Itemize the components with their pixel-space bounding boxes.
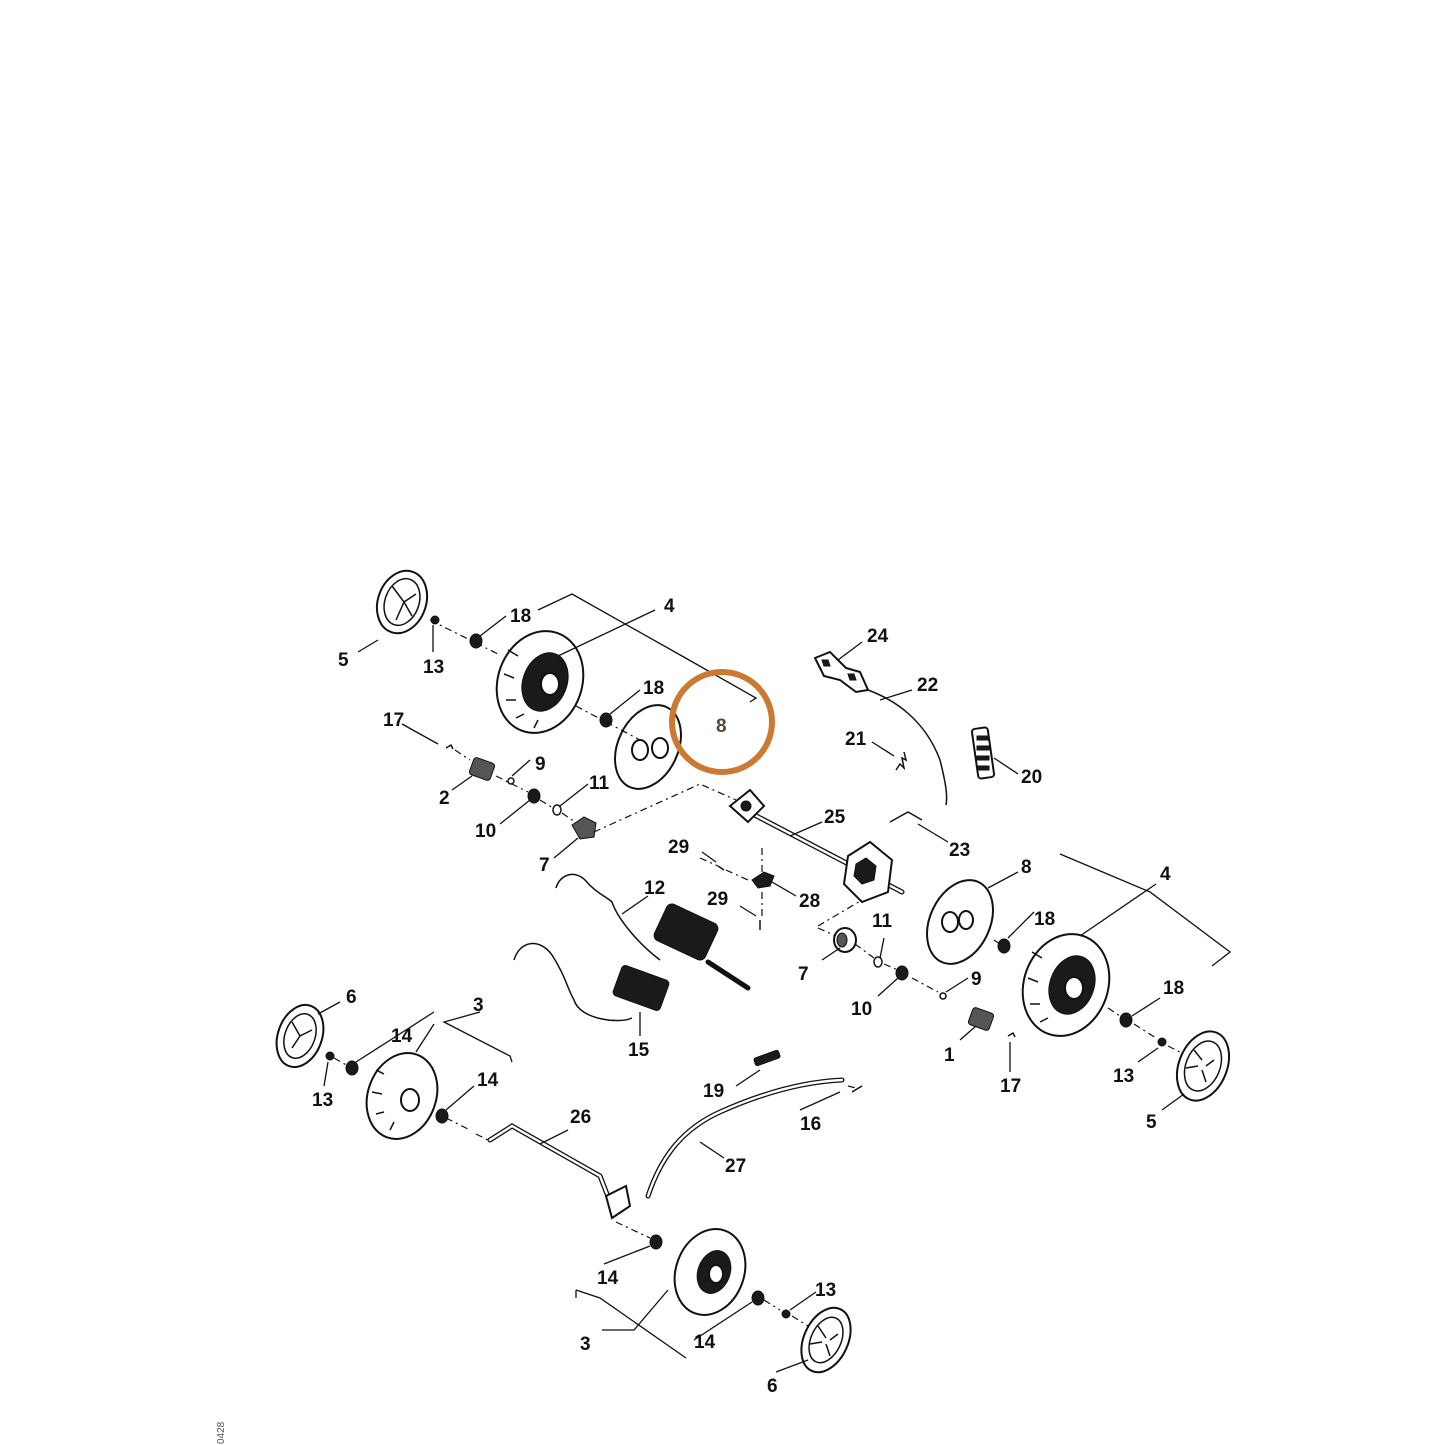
callout-4-upper[interactable]: 4 — [664, 596, 675, 617]
disc-part-8-upper[interactable] — [602, 694, 694, 799]
bushing-part-7-upper[interactable] — [571, 816, 597, 840]
leader-lines — [317, 593, 1232, 1373]
callout-19[interactable]: 19 — [703, 1081, 724, 1102]
washer-part-10-right[interactable] — [895, 965, 909, 981]
callout-18-upper-b[interactable]: 18 — [643, 678, 664, 699]
lever-part-27[interactable] — [645, 1077, 845, 1199]
gearbox-housing[interactable] — [842, 840, 894, 904]
callout-5-right[interactable]: 5 — [1146, 1112, 1157, 1133]
callout-13-left[interactable]: 13 — [312, 1090, 333, 1111]
clamp-part-28[interactable] — [751, 871, 775, 889]
wiring-harness-part-15[interactable] — [513, 942, 670, 1022]
callout-18-right-b[interactable]: 18 — [1163, 978, 1184, 999]
wheel-part-3-left[interactable] — [355, 1043, 449, 1149]
pin-part-16[interactable] — [851, 1085, 863, 1093]
axle-part-26[interactable] — [487, 1123, 632, 1220]
spring-part-21[interactable] — [895, 751, 908, 771]
callout-18-right-a[interactable]: 18 — [1034, 909, 1055, 930]
callout-2[interactable]: 2 — [439, 788, 450, 809]
callout-5-upper[interactable]: 5 — [338, 650, 349, 671]
bearing-part-18-right-a[interactable] — [997, 938, 1011, 954]
washer-part-11-upper[interactable] — [552, 804, 562, 816]
callout-13-right[interactable]: 13 — [1113, 1066, 1134, 1087]
bearing-part-14-lower-b[interactable] — [751, 1290, 765, 1306]
highlight-ring — [669, 669, 775, 775]
drawing-code: 0428 — [216, 1421, 227, 1444]
callout-9-upper[interactable]: 9 — [535, 754, 546, 775]
callout-27[interactable]: 27 — [725, 1156, 746, 1177]
spring-part-19[interactable] — [753, 1049, 781, 1067]
hubcap-part-5-upper[interactable] — [369, 564, 436, 641]
callout-17-right[interactable]: 17 — [1000, 1076, 1021, 1097]
rod-part-23[interactable] — [889, 811, 923, 823]
callout-12[interactable]: 12 — [644, 878, 665, 899]
callout-15[interactable]: 15 — [628, 1040, 650, 1061]
callout-4-right[interactable]: 4 — [1160, 864, 1171, 885]
wheel-part-4-upper[interactable] — [483, 619, 598, 745]
pinion-part-2[interactable] — [468, 757, 496, 781]
wheel-part-4-right[interactable] — [1009, 922, 1124, 1048]
callout-10-right[interactable]: 10 — [851, 999, 872, 1020]
callout-29-a[interactable]: 29 — [668, 837, 689, 858]
callout-7-right[interactable]: 7 — [798, 964, 809, 985]
hubcap-part-6-left[interactable] — [268, 998, 331, 1073]
callout-21[interactable]: 21 — [845, 729, 867, 750]
callout-11-right[interactable]: 11 — [872, 911, 893, 932]
ring-part-9-upper[interactable] — [507, 777, 515, 785]
callout-6-lower[interactable]: 6 — [767, 1376, 778, 1397]
callout-1[interactable]: 1 — [944, 1045, 955, 1066]
wheel-part-3-lower[interactable] — [663, 1219, 757, 1325]
washer-part-10-upper[interactable] — [527, 788, 541, 804]
cable-part-22[interactable] — [867, 689, 948, 806]
callout-25[interactable]: 25 — [824, 807, 846, 828]
callout-16[interactable]: 16 — [800, 1114, 821, 1135]
callout-8-highlighted[interactable]: 8 — [716, 716, 727, 737]
bearing-part-18-right-b[interactable] — [1119, 1012, 1133, 1028]
disc-part-8-right[interactable] — [914, 869, 1006, 974]
clip-part-17-right[interactable] — [1007, 1031, 1016, 1038]
callout-11-upper[interactable]: 11 — [589, 773, 610, 794]
callout-6-left[interactable]: 6 — [346, 987, 357, 1008]
nut-part-13-right[interactable] — [1157, 1037, 1167, 1047]
callout-28[interactable]: 28 — [799, 891, 820, 912]
hubcap-part-6-lower[interactable] — [792, 1300, 861, 1380]
bearing-part-14-left-b[interactable] — [435, 1108, 449, 1124]
spring-part-20[interactable] — [970, 726, 996, 780]
callout-17-upper[interactable]: 17 — [383, 710, 404, 731]
callout-20[interactable]: 20 — [1021, 767, 1042, 788]
callout-3-left[interactable]: 3 — [473, 995, 484, 1016]
callout-23[interactable]: 23 — [949, 840, 970, 861]
callout-14-left-a[interactable]: 14 — [391, 1026, 413, 1047]
pinion-part-1[interactable] — [967, 1007, 995, 1031]
callout-8-right[interactable]: 8 — [1021, 857, 1032, 878]
callout-18-upper-a[interactable]: 18 — [510, 606, 531, 627]
screw-part-29-a[interactable] — [717, 865, 725, 871]
callout-7-upper[interactable]: 7 — [539, 855, 550, 876]
bushing-part-7-right[interactable] — [833, 927, 857, 953]
nut-part-13-lower[interactable] — [781, 1309, 791, 1319]
bearing-part-14-left-a[interactable] — [345, 1060, 359, 1076]
callout-10-upper[interactable]: 10 — [475, 821, 496, 842]
callout-14-lower-b[interactable]: 14 — [694, 1332, 716, 1353]
hubcap-part-5-right[interactable] — [1167, 1024, 1238, 1109]
washer-part-11-right[interactable] — [873, 956, 883, 968]
callout-22[interactable]: 22 — [917, 675, 938, 696]
callout-14-left-b[interactable]: 14 — [477, 1070, 499, 1091]
callout-13-lower[interactable]: 13 — [815, 1280, 836, 1301]
callout-9-right[interactable]: 9 — [971, 969, 982, 990]
ring-part-9-right[interactable] — [939, 992, 947, 1000]
callout-14-lower-a[interactable]: 14 — [597, 1268, 619, 1289]
callout-29-b[interactable]: 29 — [707, 889, 728, 910]
nut-part-13-left[interactable] — [325, 1051, 335, 1061]
callout-26[interactable]: 26 — [570, 1107, 591, 1128]
clip-part-17-upper[interactable] — [445, 743, 454, 750]
callout-13-upper[interactable]: 13 — [423, 657, 444, 678]
callout-24[interactable]: 24 — [867, 626, 889, 647]
callout-labels: 5 13 18 4 18 8 17 9 2 11 10 7 24 22 21 2… — [312, 596, 1184, 1397]
bearing-part-14-lower-a[interactable] — [649, 1234, 663, 1250]
motor-part-12[interactable] — [555, 873, 751, 991]
callout-3-lower[interactable]: 3 — [580, 1334, 591, 1355]
